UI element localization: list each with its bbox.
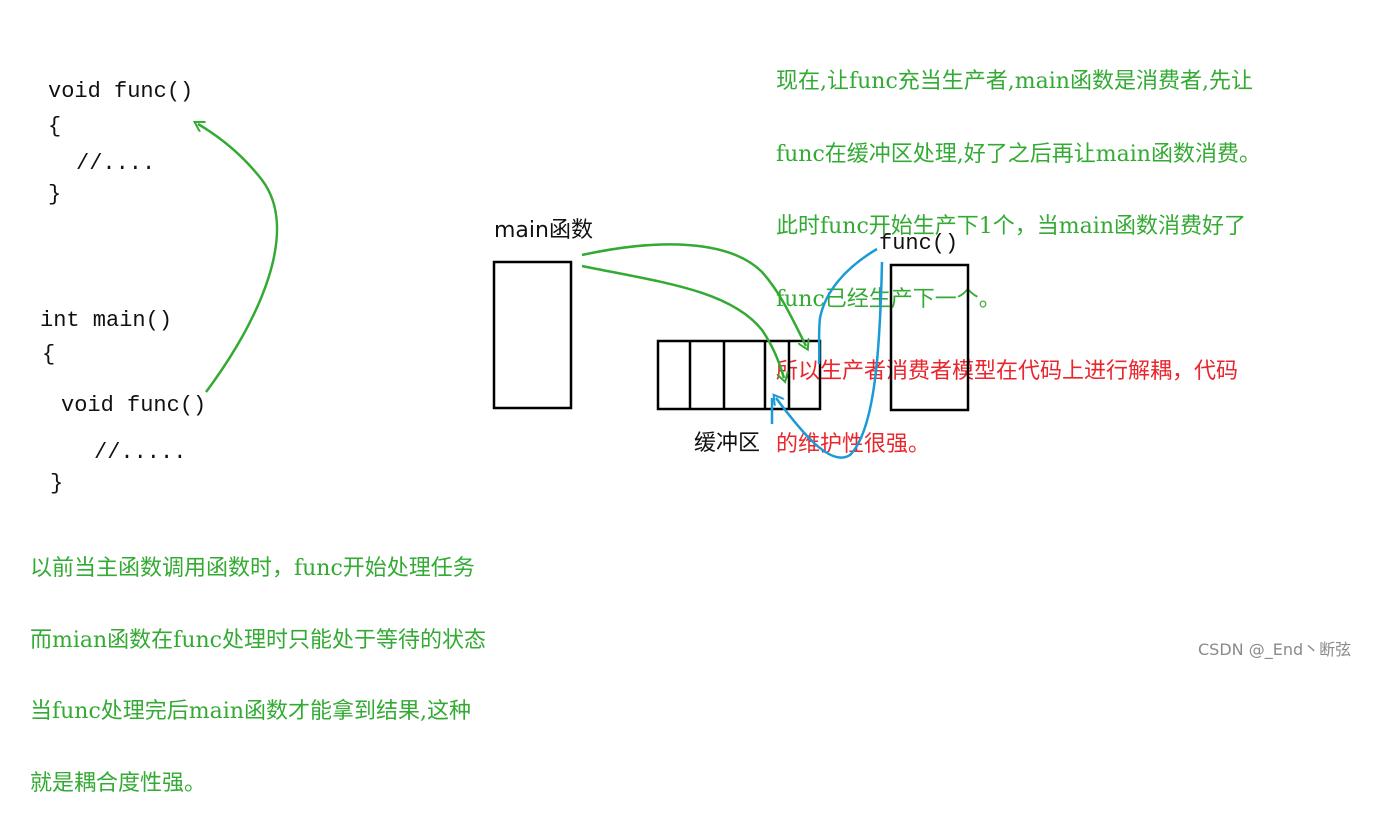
note-line: 就是耦合度性强。 — [30, 770, 207, 796]
note-line: 以前当主函数调用函数时，func开始处理任务 — [30, 556, 475, 581]
func-box — [889, 263, 970, 412]
note-line: 此时func开始生产下1个，当main函数消费好了 — [776, 214, 1246, 239]
main-signature: int main() — [40, 308, 173, 333]
func-def-body-comment: //.... — [76, 151, 156, 176]
watermark: CSDN @_End丶断弦 — [1198, 640, 1352, 659]
note-line: func在缓冲区处理,好了之后再让main函数消费。 — [776, 141, 1261, 167]
func-def-close-brace: } — [48, 182, 62, 207]
note-line: 当func处理完后main函数才能拿到结果,这种 — [30, 699, 471, 724]
produce-arrow-in — [817, 247, 878, 365]
buffer-label: 缓冲区 — [694, 431, 761, 456]
main-body-comment: //..... — [94, 440, 187, 465]
call-arrow — [198, 124, 279, 393]
main-func-call: void func() — [61, 393, 207, 418]
func-def-signature: void func() — [48, 79, 194, 104]
main-function-label: main函数 — [494, 218, 593, 243]
buffer-box — [656, 339, 822, 411]
func-label: func() — [879, 231, 959, 256]
note-line: 现在,让func充当生产者,main函数是消费者,先让 — [776, 69, 1253, 94]
consume-arrow-lower — [581, 264, 784, 378]
main-open-brace: { — [42, 342, 56, 367]
consume-arrow-upper — [581, 243, 806, 346]
produce-arrow-return — [776, 261, 884, 459]
diagram-canvas — [0, 0, 970, 459]
note-line: 而mian函数在func处理时只能处于等待的状态 — [30, 627, 486, 653]
note-line: func已经生产下一个。 — [776, 286, 1001, 312]
main-close-brace: } — [50, 471, 64, 496]
func-def-open-brace: { — [48, 114, 62, 139]
main-function-box — [492, 260, 573, 410]
decoupling-note-line: 的维护性很强。 — [776, 431, 931, 457]
